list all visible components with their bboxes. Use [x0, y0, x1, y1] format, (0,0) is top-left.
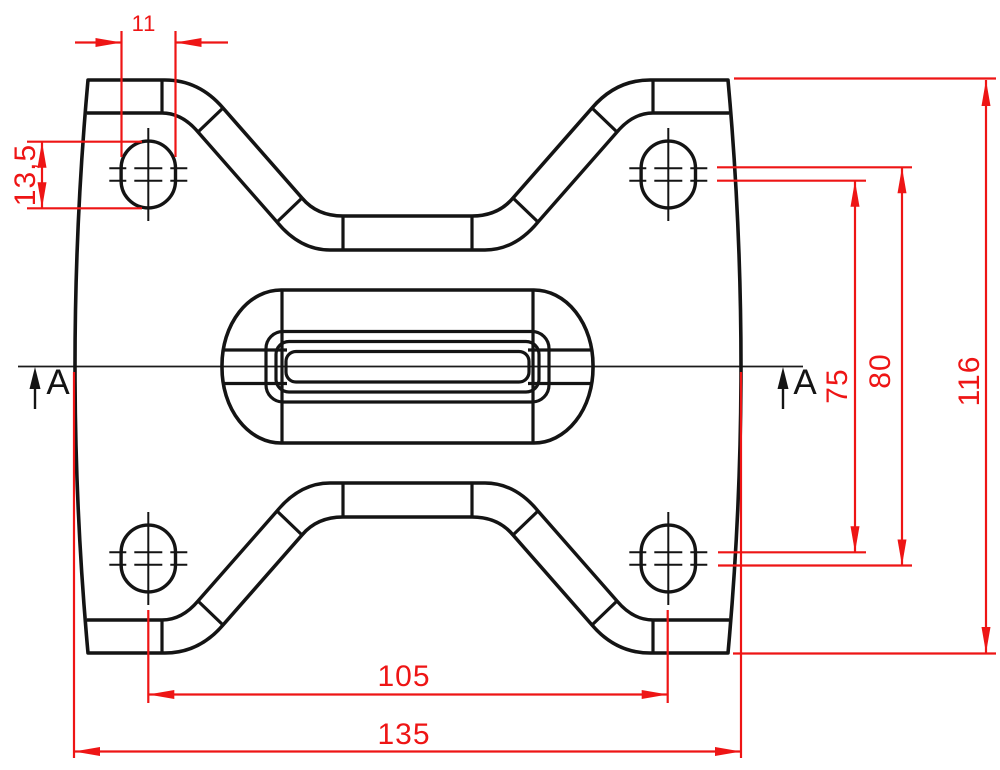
- center-slot-outer-edge: [274, 339, 541, 394]
- extension-lines: [120, 31, 177, 157]
- mounting-hole-bottom-right: [629, 512, 708, 605]
- dim-label-slot-width: 11: [132, 11, 157, 36]
- extension-lines: [27, 140, 142, 210]
- arrowhead: [850, 526, 860, 553]
- mounting-holes: [109, 128, 708, 605]
- extension-lines: [717, 179, 866, 554]
- hole-center-ticks: [109, 551, 188, 566]
- dim-label-slot-height: 13,5: [9, 144, 42, 206]
- emboss-tangent-lines: [280, 290, 535, 443]
- arrowhead: [95, 38, 122, 47]
- dimension-overall-height: 116: [733, 77, 996, 655]
- arrowhead: [148, 690, 175, 699]
- arrowhead: [74, 747, 100, 756]
- section-arrow-right-icon: [777, 367, 789, 389]
- arrowhead: [37, 141, 47, 168]
- dim-label-pitch-horizontal: 105: [377, 660, 430, 693]
- arrowhead: [897, 167, 907, 194]
- arrowhead: [981, 80, 991, 106]
- dim-label-pitch-inner: 75: [821, 368, 854, 403]
- formed-edge-ticks: [160, 80, 655, 653]
- hole-center-ticks: [629, 167, 708, 182]
- section-label-right: A: [793, 363, 817, 402]
- dimension-hole-pitch-vertical-outer: 80: [717, 166, 912, 567]
- center-emboss: [220, 288, 595, 445]
- arrowhead: [175, 38, 202, 47]
- section-arrow-left-icon: [29, 367, 41, 389]
- extension-lines: [717, 166, 912, 567]
- emboss-step-outline: [264, 329, 551, 404]
- dim-label-overall-width: 135: [377, 718, 430, 751]
- dim-label-overall-height: 116: [953, 356, 986, 407]
- arrowhead: [641, 690, 668, 699]
- hole-center-ticks: [109, 167, 188, 182]
- dimensions: 11 13,5 75 80: [9, 11, 996, 758]
- center-slot-inner-edge: [284, 349, 531, 384]
- emboss-stadium-outline: [220, 288, 595, 445]
- extension-lines: [147, 610, 669, 703]
- arrowhead: [850, 180, 860, 207]
- section-label-left: A: [46, 363, 70, 402]
- part-outline: [73, 78, 743, 655]
- formed-edge-inner-line: [87, 111, 729, 622]
- mounting-hole-bottom-left: [109, 512, 188, 605]
- mounting-hole-top-left: [109, 128, 188, 221]
- arrowhead: [715, 747, 741, 756]
- mounting-hole-top-right: [629, 128, 708, 221]
- arrowhead: [897, 539, 907, 566]
- section-markers: A A: [29, 363, 817, 409]
- dimension-slot-width: 11: [75, 11, 228, 157]
- hole-center-ticks: [629, 551, 708, 566]
- dim-label-pitch-outer: 80: [864, 353, 897, 388]
- dimension-hole-pitch-horizontal: 105: [147, 610, 669, 703]
- dimension-slot-height: 13,5: [9, 140, 142, 210]
- arrowhead: [37, 182, 47, 209]
- extension-lines: [72, 372, 743, 758]
- emboss-channel-lines: [222, 348, 593, 386]
- dimension-overall-width: 135: [72, 372, 743, 758]
- arrowhead: [981, 627, 991, 653]
- extension-lines: [733, 77, 996, 655]
- dimension-hole-pitch-vertical-inner: 75: [717, 179, 866, 554]
